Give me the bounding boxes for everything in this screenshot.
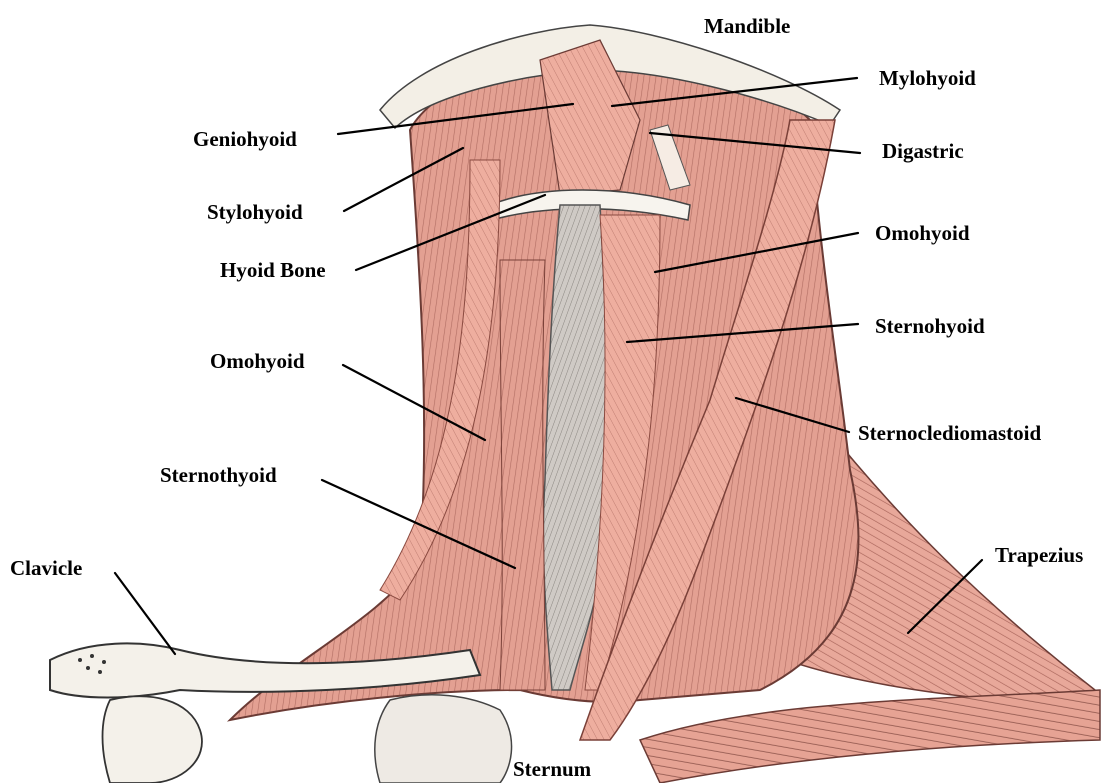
label-stylohyoid: Stylohyoid bbox=[207, 200, 303, 224]
sternothyroid-muscle bbox=[500, 260, 545, 690]
sternum-bone bbox=[375, 695, 512, 783]
rib-bone bbox=[103, 696, 202, 783]
label-omohyoid-left: Omohyoid bbox=[210, 349, 305, 373]
label-sternocleidomastoid: Sternoclediomastoid bbox=[858, 421, 1041, 445]
leader-clavicle bbox=[115, 573, 175, 654]
label-sternothyoid: Sternothyoid bbox=[160, 463, 277, 487]
pectoral-band bbox=[640, 690, 1100, 783]
label-clavicle: Clavicle bbox=[10, 556, 82, 580]
label-geniohyoid: Geniohyoid bbox=[193, 127, 297, 151]
label-mylohyoid: Mylohyoid bbox=[879, 66, 976, 90]
label-hyoid-bone: Hyoid Bone bbox=[220, 258, 326, 282]
label-omohyoid-right: Omohyoid bbox=[875, 221, 970, 245]
label-trapezius: Trapezius bbox=[995, 543, 1083, 567]
label-digastric: Digastric bbox=[882, 139, 964, 163]
label-sternum: Sternum bbox=[513, 757, 592, 781]
label-mandible: Mandible bbox=[704, 14, 790, 38]
label-sternohyoid: Sternohyoid bbox=[875, 314, 985, 338]
